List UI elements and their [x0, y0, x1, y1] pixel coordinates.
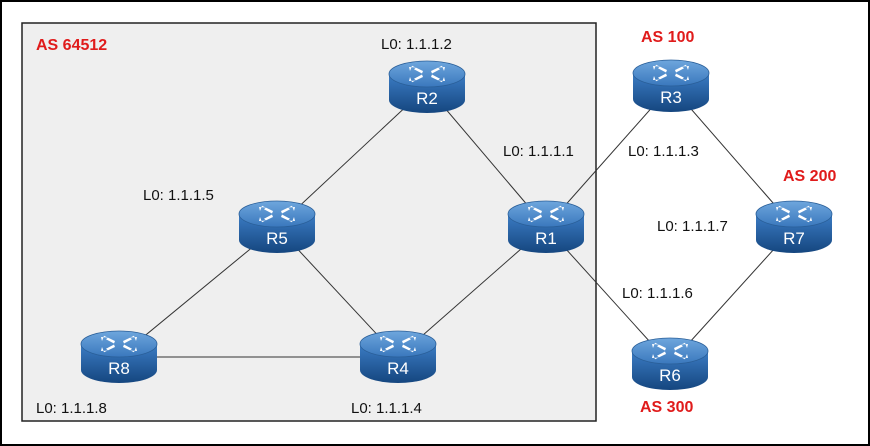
router-arrow-icon — [259, 205, 273, 214]
router-top-icon — [238, 200, 316, 228]
router-arrows-icon — [101, 335, 137, 353]
router-name-label: R3 — [660, 88, 682, 107]
router-arrow-icon — [409, 65, 423, 74]
router-arrow-icon — [674, 342, 688, 351]
router-arrow-icon — [259, 214, 273, 223]
router-arrow-icon — [528, 214, 542, 223]
router-arrow-icon — [528, 205, 542, 214]
r4-loopback-label: L0: 1.1.1.4 — [351, 400, 422, 417]
router-arrow-icon — [798, 205, 812, 214]
router-arrow-icon — [380, 344, 394, 353]
router-arrow-icon — [550, 205, 564, 214]
router-name-label: R7 — [783, 229, 805, 248]
router-arrows-icon — [259, 205, 295, 223]
router-arrow-icon — [653, 64, 667, 73]
router-arrow-icon — [281, 205, 295, 214]
r5-loopback-label: L0: 1.1.1.5 — [143, 187, 214, 204]
router-arrow-icon — [652, 351, 666, 360]
router-arrows-icon — [528, 205, 564, 223]
router-name-label: R2 — [416, 89, 438, 108]
router-arrow-icon — [675, 64, 689, 73]
router-arrow-icon — [123, 344, 137, 353]
router-r2[interactable]: R2 — [388, 60, 466, 113]
router-arrow-icon — [652, 342, 666, 351]
as-100-label: AS 100 — [641, 29, 694, 46]
link-r2-r5 — [276, 86, 428, 228]
router-arrow-icon — [281, 214, 295, 223]
router-top-icon — [631, 337, 709, 365]
router-r8[interactable]: R8 — [80, 330, 158, 383]
router-name-label: R4 — [387, 359, 409, 378]
router-name-label: R5 — [266, 229, 288, 248]
router-r7[interactable]: R7 — [755, 200, 833, 253]
router-arrow-icon — [653, 73, 667, 82]
r8-loopback-label: L0: 1.1.1.8 — [36, 400, 107, 417]
router-top-icon — [388, 60, 466, 88]
router-arrow-icon — [123, 335, 137, 344]
router-arrow-icon — [431, 65, 445, 74]
router-name-label: R8 — [108, 359, 130, 378]
router-arrows-icon — [653, 64, 689, 82]
as-64512-label: AS 64512 — [36, 37, 107, 54]
router-r4[interactable]: R4 — [359, 330, 437, 383]
router-arrow-icon — [409, 74, 423, 83]
router-name-label: R6 — [659, 366, 681, 385]
router-arrow-icon — [798, 214, 812, 223]
router-arrow-icon — [550, 214, 564, 223]
router-arrows-icon — [776, 205, 812, 223]
as-200-label: AS 200 — [783, 168, 836, 185]
router-arrow-icon — [402, 335, 416, 344]
router-top-icon — [359, 330, 437, 358]
as-300-label: AS 300 — [640, 399, 693, 416]
router-arrow-icon — [776, 205, 790, 214]
r7-loopback-label: L0: 1.1.1.7 — [657, 218, 728, 235]
router-r1[interactable]: R1 — [507, 200, 585, 253]
router-top-icon — [80, 330, 158, 358]
router-arrow-icon — [101, 344, 115, 353]
router-arrow-icon — [101, 335, 115, 344]
router-arrow-icon — [380, 335, 394, 344]
router-arrow-icon — [402, 344, 416, 353]
router-arrows-icon — [380, 335, 416, 353]
r1-loopback-label: L0: 1.1.1.1 — [503, 143, 574, 160]
router-arrow-icon — [674, 351, 688, 360]
router-arrows-icon — [409, 65, 445, 83]
r2-loopback-label: L0: 1.1.1.2 — [381, 36, 452, 53]
router-top-icon — [632, 59, 710, 87]
router-r6[interactable]: R6 — [631, 337, 709, 390]
router-arrow-icon — [431, 74, 445, 83]
router-arrow-icon — [675, 73, 689, 82]
router-name-label: R1 — [535, 229, 557, 248]
r6-loopback-label: L0: 1.1.1.6 — [622, 285, 693, 302]
router-top-icon — [755, 200, 833, 228]
router-top-icon — [507, 200, 585, 228]
r3-loopback-label: L0: 1.1.1.3 — [628, 143, 699, 160]
router-r3[interactable]: R3 — [632, 59, 710, 112]
router-arrows-icon — [652, 342, 688, 360]
router-r5[interactable]: R5 — [238, 200, 316, 253]
router-arrow-icon — [776, 214, 790, 223]
